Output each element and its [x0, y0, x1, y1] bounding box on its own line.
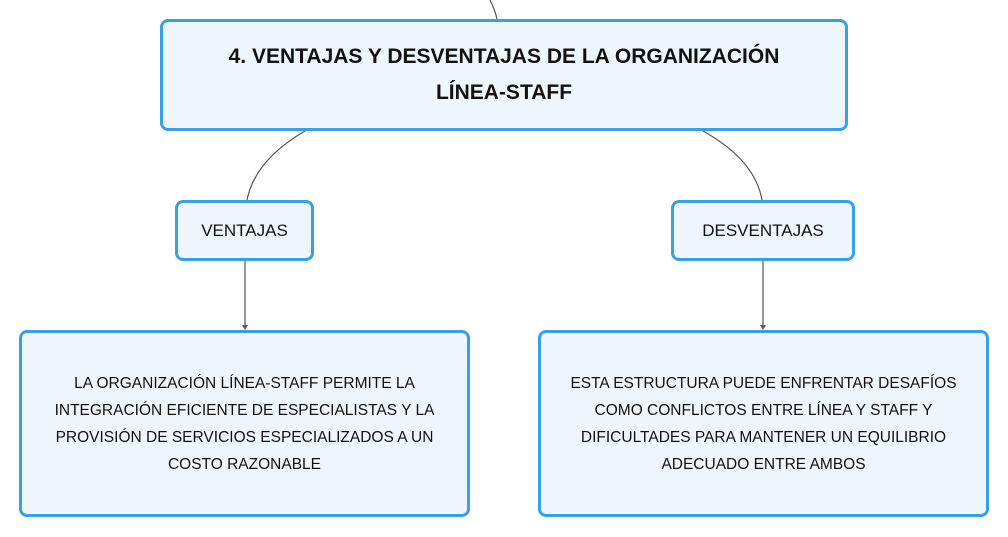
desventajas-node[interactable]: DESVENTAJAS [671, 200, 855, 261]
title-node[interactable]: 4. VENTAJAS Y DESVENTAJAS DE LA ORGANIZA… [160, 19, 848, 131]
title-line-2: LÍNEA-STAFF [435, 81, 573, 104]
connector-title-to-ventajas [246, 130, 306, 201]
connector-title-to-desventajas [702, 130, 763, 201]
ventajas-label: VENTAJAS [201, 220, 288, 240]
desventajas-detail-line: ADECUADO ENTRE AMBOS [661, 455, 866, 473]
ventajas-detail-line: LA ORGANIZACIÓN LÍNEA-STAFF PERMITE LA [74, 374, 415, 392]
desventajas-label: DESVENTAJAS [702, 220, 824, 240]
connector-parent-to-title [489, 0, 498, 20]
desventajas-detail-line: ESTA ESTRUCTURA PUEDE ENFRENTAR DESAFÍOS [570, 374, 957, 392]
title-line-1: 4. VENTAJAS Y DESVENTAJAS DE LA ORGANIZA… [228, 45, 780, 68]
ventajas-detail-line: PROVISIÓN DE SERVICIOS ESPECIALIZADOS A … [55, 428, 434, 446]
ventajas-detail-line: COSTO RAZONABLE [167, 455, 321, 473]
desventajas-detail-line: DIFICULTADES PARA MANTENER UN EQUILIBRIO [580, 428, 947, 446]
ventajas-node[interactable]: VENTAJAS [175, 200, 314, 261]
desventajas-detail-node[interactable]: ESTA ESTRUCTURA PUEDE ENFRENTAR DESAFÍOS… [538, 330, 989, 517]
desventajas-detail-line: COMO CONFLICTOS ENTRE LÍNEA Y STAFF Y [594, 401, 933, 419]
ventajas-detail-line: INTEGRACIÓN EFICIENTE DE ESPECIALISTAS Y… [54, 401, 435, 419]
ventajas-detail-node[interactable]: LA ORGANIZACIÓN LÍNEA-STAFF PERMITE LA I… [19, 330, 470, 517]
